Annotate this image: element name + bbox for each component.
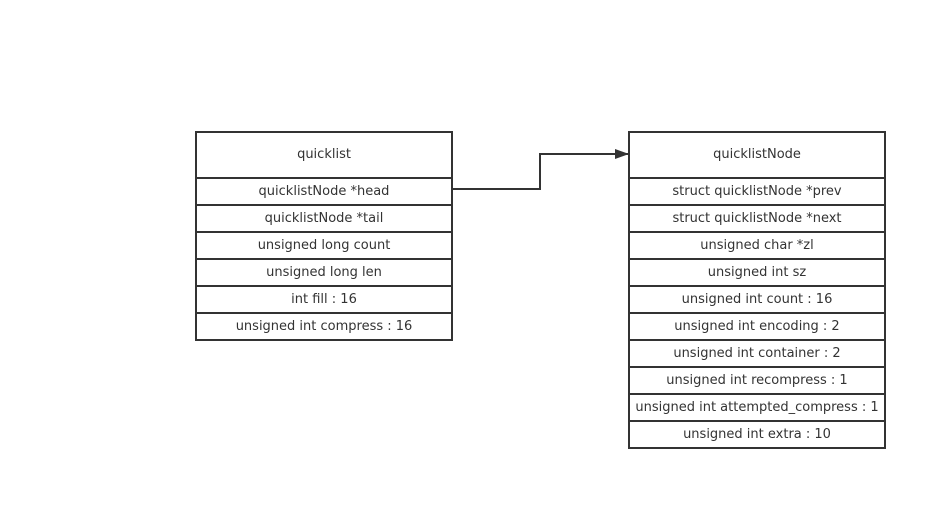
- quicklist-field-head: quicklistNode *head: [197, 179, 451, 206]
- quicklistnode-title: quicklistNode: [630, 133, 884, 179]
- node-field-recompress: unsigned int recompress : 1: [630, 368, 884, 395]
- quicklistnode-struct: quicklistNode struct quicklistNode *prev…: [628, 131, 886, 449]
- quicklist-field-fill: int fill : 16: [197, 287, 451, 314]
- quicklist-field-len: unsigned long len: [197, 260, 451, 287]
- node-field-container: unsigned int container : 2: [630, 341, 884, 368]
- quicklist-field-tail: quicklistNode *tail: [197, 206, 451, 233]
- node-field-count: unsigned int count : 16: [630, 287, 884, 314]
- node-field-next: struct quicklistNode *next: [630, 206, 884, 233]
- head-pointer-arrow: [453, 149, 629, 190]
- node-field-sz: unsigned int sz: [630, 260, 884, 287]
- node-field-encoding: unsigned int encoding : 2: [630, 314, 884, 341]
- quicklist-field-compress: unsigned int compress : 16: [235, 319, 413, 334]
- quicklist-field-count: unsigned long count: [197, 233, 451, 260]
- node-field-attempted-compress: unsigned int attempted_compress : 1: [630, 395, 884, 422]
- node-field-prev: struct quicklistNode *prev: [630, 179, 884, 206]
- quicklist-struct: quicklist quicklistNode *head quicklistN…: [195, 131, 453, 341]
- node-field-zl: unsigned char *zl: [630, 233, 884, 260]
- quicklist-title: quicklist: [197, 133, 451, 179]
- node-field-extra: unsigned int extra : 10: [683, 427, 831, 442]
